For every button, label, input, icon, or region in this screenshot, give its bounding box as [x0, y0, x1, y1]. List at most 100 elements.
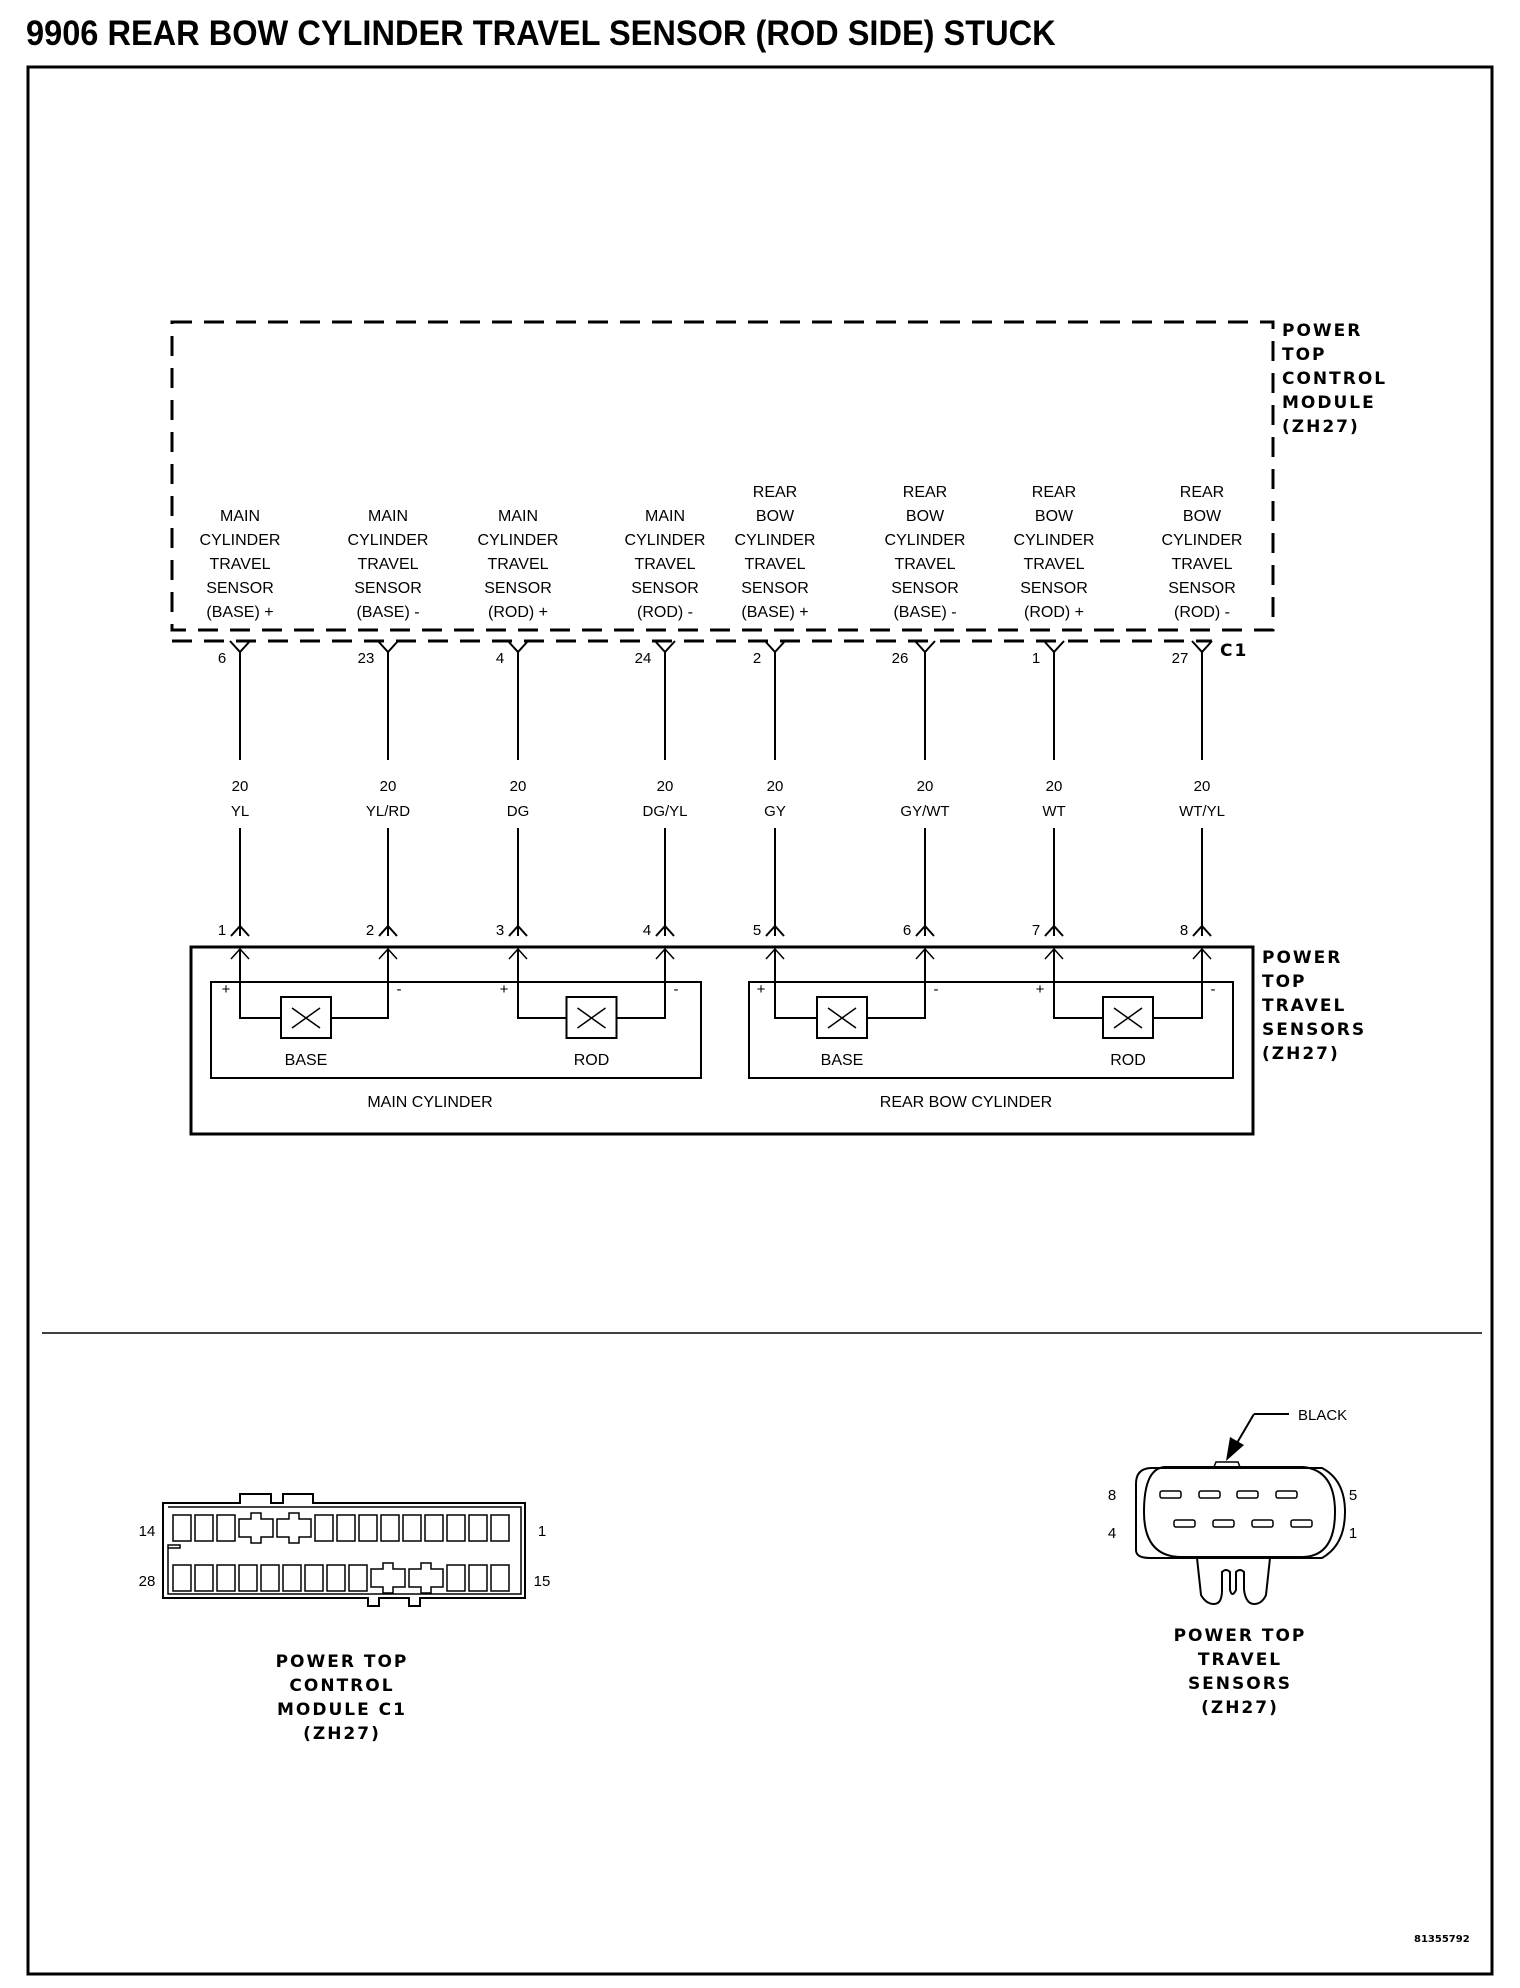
- wire-harness: 20YL120YL/RD220DG320DG/YL420GY520GY/WT62…: [218, 652, 1225, 939]
- terminal-label-line: CYLINDER: [885, 532, 966, 549]
- sensor-conn-name-line: (ZH27): [1201, 1698, 1279, 1718]
- sensor-conn-pin-label: 1: [1349, 1525, 1357, 1542]
- sensor-pin-number: 8: [1180, 922, 1188, 939]
- terminal-label-line: (BASE) -: [356, 604, 419, 621]
- terminal-label-line: SENSOR: [631, 580, 699, 597]
- module-c1-connector-view: [162, 1493, 526, 1607]
- c1-cavity: [326, 1564, 346, 1592]
- male-terminal-symbol: [655, 924, 675, 937]
- female-terminal-symbol: [654, 640, 676, 654]
- sensors-connector-view: [1135, 1413, 1347, 1606]
- c1-cavity: [446, 1514, 466, 1542]
- power-top-travel-sensors-box: [189, 945, 1255, 1136]
- female-terminal-symbol: [914, 640, 936, 654]
- sensor-cavity: [1159, 1490, 1182, 1499]
- module-name-line: CONTROL: [1282, 369, 1387, 389]
- sensor-conn-pin-label: 4: [1108, 1525, 1116, 1542]
- terminal-label-line: SENSOR: [484, 580, 552, 597]
- sensor-pin-number: 7: [1032, 922, 1040, 939]
- module-pin-number: 23: [358, 650, 375, 667]
- c1-cavity: [172, 1514, 192, 1542]
- wire-color: YL/RD: [366, 803, 410, 820]
- c1-pin-label: 14: [139, 1523, 156, 1540]
- c1-cavity: [348, 1564, 368, 1592]
- sensor-element: ROD+-: [500, 947, 679, 1069]
- terminal-label-line: SENSOR: [1168, 580, 1236, 597]
- terminal-label-line: TRAVEL: [894, 556, 955, 573]
- wire-gauge: 20: [917, 778, 934, 795]
- c1-cavity: [238, 1564, 258, 1592]
- black-color-callout: BLACK: [1298, 1407, 1347, 1424]
- polarity-plus: +: [757, 981, 766, 998]
- polarity-minus: -: [674, 981, 679, 998]
- c1-pin-label: 28: [139, 1573, 156, 1590]
- male-terminal-symbol: [765, 924, 785, 937]
- sensor-conn-name-line: TRAVEL: [1198, 1650, 1282, 1670]
- sensors-name-line: POWER: [1262, 948, 1342, 968]
- module-pin-number: 24: [635, 650, 652, 667]
- wire-color: DG: [507, 803, 530, 820]
- c1-cavity: [370, 1562, 406, 1594]
- sensor-pin-number: 4: [643, 922, 651, 939]
- terminal-label-line: CYLINDER: [1162, 532, 1243, 549]
- male-terminal-symbol: [1192, 924, 1212, 937]
- sensor-element: BASE+-: [222, 947, 402, 1069]
- terminal-label-line: BOW: [756, 508, 795, 525]
- module-pin-number: 2: [753, 650, 761, 667]
- terminal-label-line: REAR: [753, 484, 797, 501]
- male-terminal-symbol: [230, 924, 250, 937]
- sensors-name-line: SENSORS: [1262, 1020, 1366, 1040]
- wire-color: YL: [231, 803, 249, 820]
- c1-cavity: [468, 1564, 488, 1592]
- terminal-label-line: TRAVEL: [1171, 556, 1232, 573]
- c1-cavity: [194, 1514, 214, 1542]
- female-terminal-symbol: [1191, 640, 1213, 654]
- terminal-label-line: CYLINDER: [625, 532, 706, 549]
- terminal-label-line: CYLINDER: [348, 532, 429, 549]
- module-pin-number: 1: [1032, 650, 1040, 667]
- figure-id: 81355792: [1414, 1934, 1470, 1945]
- polarity-minus: -: [397, 981, 402, 998]
- sensor-element-name: BASE: [821, 1052, 864, 1069]
- sensor-conn-name-line: POWER TOP: [1174, 1626, 1307, 1646]
- c1-name-line: (ZH27): [303, 1724, 381, 1744]
- c1-pin-label: 15: [534, 1573, 551, 1590]
- polarity-plus: +: [1036, 981, 1045, 998]
- c1-cavity: [402, 1514, 422, 1542]
- terminal-label-line: (ROD) -: [637, 604, 693, 621]
- sensor-element: BASE+-: [757, 947, 939, 1069]
- c1-cavity: [216, 1564, 236, 1592]
- terminal-label-line: TRAVEL: [357, 556, 418, 573]
- wire-gauge: 20: [380, 778, 397, 795]
- terminal-label-line: BOW: [906, 508, 945, 525]
- terminal-label-line: REAR: [1032, 484, 1076, 501]
- c1-pin-label: 1: [538, 1523, 546, 1540]
- module-pin-number: 4: [496, 650, 504, 667]
- wire-color: DG/YL: [642, 803, 687, 820]
- c1-name-line: CONTROL: [289, 1676, 394, 1696]
- male-terminal-symbol: [378, 924, 398, 937]
- terminal-label-line: SENSOR: [891, 580, 959, 597]
- sensor-element-name: ROD: [1110, 1052, 1146, 1069]
- sensor-group-box: [748, 981, 1234, 1079]
- sensor-group-name: MAIN CYLINDER: [367, 1094, 492, 1111]
- sensor-pin-number: 5: [753, 922, 761, 939]
- male-terminal-symbol: [915, 924, 935, 937]
- c1-cavity: [216, 1514, 236, 1542]
- sensors-name-line: TOP: [1262, 972, 1307, 992]
- wire-gauge: 20: [510, 778, 527, 795]
- terminal-label-line: CYLINDER: [478, 532, 559, 549]
- sensors-name-line: (ZH27): [1262, 1044, 1340, 1064]
- sensor-element-name: BASE: [285, 1052, 328, 1069]
- terminal-label-line: SENSOR: [354, 580, 422, 597]
